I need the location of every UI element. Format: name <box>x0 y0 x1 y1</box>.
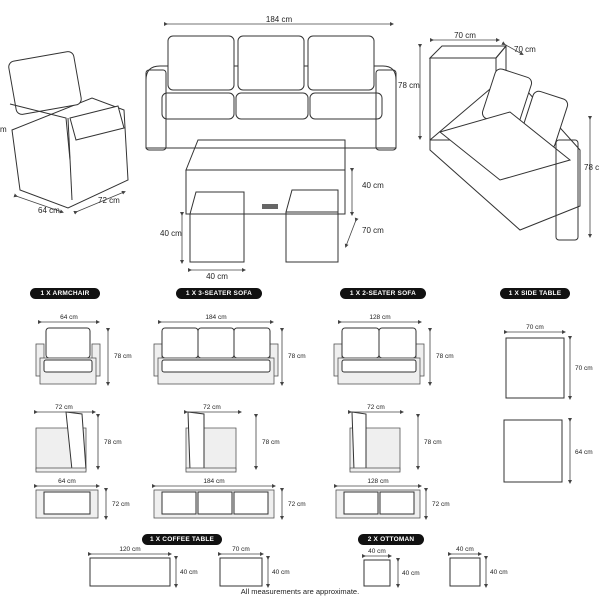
ottoman-top-width-label: 40 cm <box>456 546 474 553</box>
hero-coffee-table-illustration <box>185 139 346 215</box>
hero-ottoman-illustration <box>189 189 339 263</box>
footnote: All measurements are approximate. <box>240 587 360 596</box>
coffee-table-front-height-label: 40 cm <box>180 569 198 576</box>
hero-table-height-label: 40 cm <box>362 181 384 190</box>
sofa2-side-width-label: 72 cm <box>367 404 385 411</box>
hero-side-table-width-label: 70 cm <box>454 31 476 40</box>
hero-sofa-illustration <box>145 35 397 151</box>
hero-sofa-height-label: 78 cm <box>398 81 420 90</box>
sofa3-side-view <box>185 411 237 473</box>
coffee-table-front-view <box>89 557 171 587</box>
coffee-table-side-width-label: 70 cm <box>232 546 250 553</box>
side-table-top-view <box>505 337 565 399</box>
sofa3-top-width-label: 184 cm <box>203 478 224 485</box>
sofa2-section-title: 1 X 2-SEATER SOFA <box>340 288 426 299</box>
hero-armchair-height-label: m <box>0 125 7 134</box>
armchair-front-view <box>35 327 101 385</box>
side-table-top-width-label: 70 cm <box>526 324 544 331</box>
side-table-front-height-label: 64 cm <box>575 449 593 456</box>
ottoman-top-view <box>449 557 481 587</box>
sofa2-side-view <box>349 411 401 473</box>
armchair-section-title: 1 X ARMCHAIR <box>30 288 100 299</box>
hero-side-table-depth-label: 70 cm <box>514 45 536 54</box>
armchair-side-width-label: 72 cm <box>55 404 73 411</box>
ottoman-top-depth-label: 40 cm <box>490 569 508 576</box>
sofa3-side-height-label: 78 cm <box>262 439 280 446</box>
hero-corner-sofa-illustration <box>428 44 581 241</box>
sofa3-front-view <box>153 327 279 385</box>
armchair-front-height-label: 78 cm <box>114 353 132 360</box>
ottoman-front-height-label: 40 cm <box>402 570 420 577</box>
coffee-table-front-width-label: 120 cm <box>119 546 140 553</box>
sofa2-side-height-label: 78 cm <box>424 439 442 446</box>
hero-armchair-illustration <box>8 51 129 209</box>
sofa2-front-width-label: 128 cm <box>369 314 390 321</box>
hero-corner-height-label: 78 c <box>584 163 599 172</box>
sofa3-section-title: 1 X 3-SEATER SOFA <box>176 288 262 299</box>
armchair-top-depth-label: 72 cm <box>112 501 130 508</box>
coffee-table-side-height-label: 40 cm <box>272 569 290 576</box>
side-table-section-title: 1 X SIDE TABLE <box>500 288 570 299</box>
sofa3-top-depth-label: 72 cm <box>288 501 306 508</box>
armchair-side-view <box>35 411 87 473</box>
sofa3-front-width-label: 184 cm <box>205 314 226 321</box>
ottoman-front-view <box>363 559 391 587</box>
sofa3-top-view <box>153 489 275 519</box>
sofa3-front-height-label: 78 cm <box>288 353 306 360</box>
side-table-top-depth-label: 70 cm <box>575 365 593 372</box>
armchair-side-height-label: 78 cm <box>104 439 122 446</box>
sofa2-top-view <box>335 489 421 519</box>
hero-sofa-width-label: 184 cm <box>266 15 293 24</box>
sofa2-top-width-label: 128 cm <box>367 478 388 485</box>
coffee-table-side-view <box>219 557 263 587</box>
sofa3-side-width-label: 72 cm <box>203 404 221 411</box>
ottoman-section-title: 2 X OTTOMAN <box>358 534 424 545</box>
sofa2-front-view <box>333 327 425 385</box>
ottoman-front-width-label: 40 cm <box>368 548 386 555</box>
sofa2-front-height-label: 78 cm <box>436 353 454 360</box>
armchair-top-width-label: 64 cm <box>58 478 76 485</box>
armchair-top-view <box>35 489 99 519</box>
hero-table-depth-label: 70 cm <box>362 226 384 235</box>
armchair-front-width-label: 64 cm <box>60 314 78 321</box>
hero-armchair-width-label: 72 cm <box>98 196 120 205</box>
hero-ottoman-height-label: 40 cm <box>160 229 182 238</box>
coffee-table-section-title: 1 X COFFEE TABLE <box>142 534 222 545</box>
side-table-front-view <box>503 419 563 483</box>
sofa2-top-depth-label: 72 cm <box>432 501 450 508</box>
hero-ottoman-width-label: 40 cm <box>206 272 228 281</box>
